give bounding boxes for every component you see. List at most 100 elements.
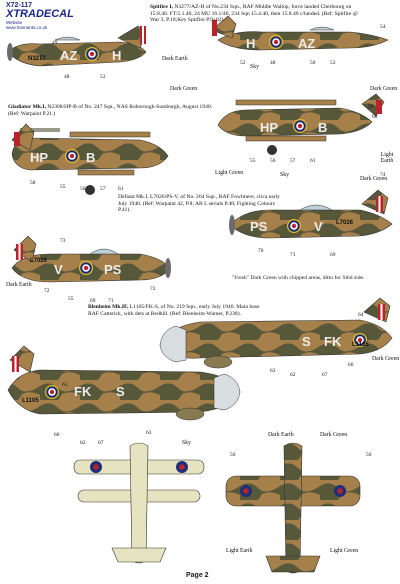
ref-69b: 69 [90,298,96,304]
blenheim-serial-left: L1105 [22,398,39,404]
label-dark-earth-3: Dark Earth [268,432,294,438]
ref-65: 65 [62,382,68,388]
label-dark-green-5: Dark Green [320,432,348,438]
gladiator-code-right-letter: B [318,120,328,135]
spitfire-left-profile [7,25,147,67]
ref-56b: 56 [270,158,276,164]
ref-72b: 72 [150,286,156,292]
ref-61a: 61 [118,186,124,192]
gladiator-underside-plan [73,442,205,564]
label-sky-2: Sky [280,172,290,178]
ref-73: 73 [60,238,66,244]
ref-62b: 62 [80,440,86,446]
xtradecal-logo: X72-117 XTRADECAL Website www.hannants.c… [6,2,74,30]
label-light-earth-2: Light Earth [226,548,253,554]
blenheim-code-right-letter: S [302,334,311,349]
label-dark-green-3: Dark Green [360,176,388,182]
ref-63b: 63 [146,430,152,436]
label-dark-green-2: Dark Green [370,86,398,92]
ref-71b: 71 [108,298,114,304]
defiant-code-right-letter: V [314,219,323,234]
gladiator-code-left-letter: B [86,150,96,165]
defiant-serial-right: L7026 [336,220,354,226]
ref-57: 57 [100,186,106,192]
ref-48a: 48 [64,74,70,80]
fresh-green-note: "Fresh" Dark Green with chipped areas, d… [232,275,365,281]
ref-56a: 56 [80,186,86,192]
ref-71a: 71 [290,252,296,258]
ref-50: 50 [310,60,316,66]
gladiator-code-right: HP [260,120,279,135]
ref-59: 59 [368,104,374,110]
sheet-code: X72-117 [6,2,33,9]
ref-69a: 69 [330,252,336,258]
brand-name: XTRADECAL [6,8,74,20]
label-dark-green-1: Dark Green [170,86,198,92]
label-dark-earth-2: Dark Earth [6,282,32,288]
ref-58: 58 [30,180,36,186]
ref-55c: 55 [68,296,74,302]
blenheim-code-right: FK [324,334,342,349]
defiant-code-left-letter: V [54,262,63,277]
ref-53b: 53 [330,60,336,66]
ref-52: 52 [240,60,246,66]
spitfire-code-left-letter: H [112,48,122,63]
ref-56d: 56 [366,452,372,458]
ref-55b: 55 [250,158,256,164]
blenheim-serial-right: L1105 [352,342,369,348]
gladiator-code-left: HP [30,150,49,165]
spitfire-code-right: AZ [298,36,316,51]
label-light-earth-1: Light Earth [380,152,394,165]
ref-57b: 57 [290,158,296,164]
ref-74: 74 [380,172,386,178]
blenheim-note: Blenheim Mk.IF, L1105/FK-S, of No. 219 S… [88,304,260,317]
blenheim-right-profile [159,297,393,369]
ref-61b: 61 [310,158,316,164]
ref-55: 55 [60,184,66,190]
ref-67b: 67 [98,440,104,446]
defiant-code-left: PS [104,262,122,277]
ref-53a: 53 [100,74,106,80]
blenheim-left-profile [7,345,241,421]
defiant-code-right: PS [250,219,268,234]
page-number: Page 2 [186,572,209,579]
spitfire-note: Spitfire I, N3277/AZ-H of No.234 Sqn., R… [150,4,358,24]
gladiator-top-plan [225,442,361,574]
gladiator-note: Gladiator Mk.I, N2308/HP-B of No. 247 Sq… [8,104,213,117]
ref-54: 54 [380,24,386,30]
website-url: www.hannants.co.uk [6,25,48,30]
label-dark-green-4: Dark Green [372,356,400,362]
ref-48b: 48 [270,60,276,66]
defiant-left-profile [11,235,171,283]
defiant-note: Defiant Mk.I, L7026/PS-V, of No. 264 Sqn… [118,194,280,214]
ref-67a: 67 [322,372,328,378]
spitfire-right-profile [211,15,389,51]
spitfire-code-right-letter: H [246,36,256,51]
gladiator-left-profile [11,123,169,195]
spitfire-code-left: AZ [60,48,78,63]
label-sky-3: Sky [182,440,192,446]
blenheim-code-left: FK [74,384,92,399]
label-sky-1: Sky [250,64,260,70]
ref-70: 70 [258,248,264,254]
ref-66a: 66 [348,362,354,368]
ref-56c: 56 [230,452,236,458]
label-light-green-1: Light Green [215,170,244,176]
ref-63a: 63 [270,368,276,374]
label-light-green-2: Light Green [330,548,359,554]
ref-66b: 66 [54,432,60,438]
blenheim-code-left-letter: S [116,384,125,399]
defiant-serial-left: L7026 [30,258,48,264]
ref-49: 49 [52,40,58,46]
gladiator-right-profile [217,93,385,155]
ref-64: 64 [358,312,364,318]
ref-72a: 72 [44,288,50,294]
spitfire-serial: N3277 [28,56,46,62]
label-dark-earth-1: Dark Earth [162,56,188,62]
defiant-right-profile [229,189,393,239]
ref-60: 60 [372,114,378,120]
ref-62a: 62 [290,372,296,378]
website-label: Website [6,20,23,25]
